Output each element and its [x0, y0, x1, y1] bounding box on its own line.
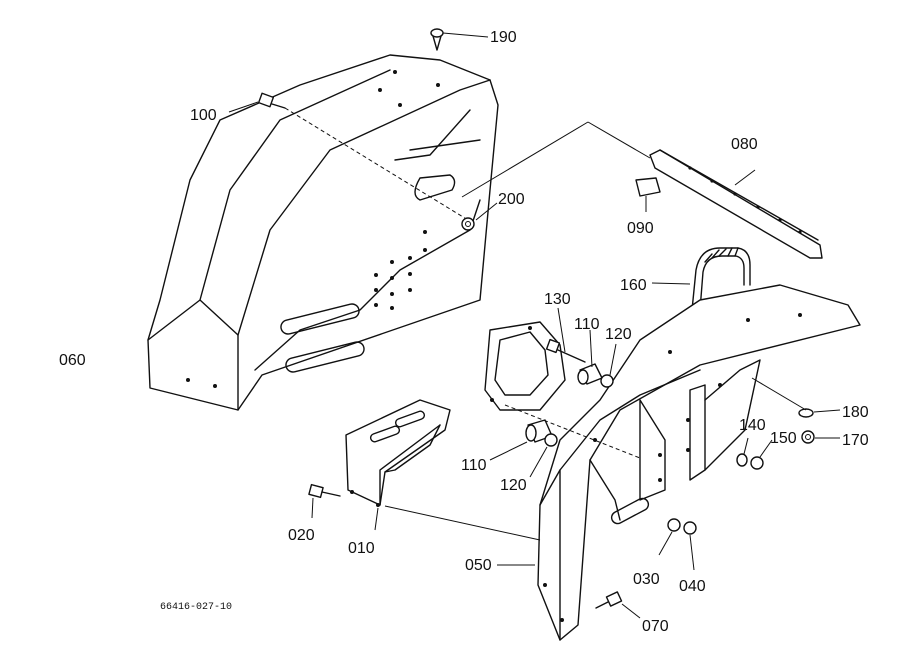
- label-030: 030: [633, 571, 660, 588]
- label-120-upper: 120: [605, 326, 632, 343]
- spacer-120-lower: [529, 433, 558, 478]
- drawing-code: 66416-027-10: [160, 602, 232, 613]
- label-120-lower: 120: [500, 477, 527, 494]
- label-080: 080: [731, 136, 758, 153]
- assembly-line: [504, 404, 641, 459]
- stay-080: [461, 121, 823, 259]
- nut-150: [750, 439, 773, 470]
- label-160: 160: [620, 277, 647, 294]
- bracket-010: [345, 399, 541, 541]
- bolt-020: [308, 483, 341, 519]
- label-150: 150: [770, 430, 797, 447]
- plug-190: [430, 28, 489, 51]
- label-010: 010: [348, 540, 375, 557]
- clip-090: [635, 177, 661, 212]
- bolt-070: [595, 591, 641, 619]
- label-170: 170: [842, 432, 869, 449]
- fender-cover-060: [147, 54, 499, 411]
- washer-030: [658, 518, 681, 556]
- callout-labels: 190 100 080 200 090 160 130 110 120 060 …: [59, 29, 869, 635]
- label-180: 180: [842, 404, 869, 421]
- label-070: 070: [642, 618, 669, 635]
- label-130: 130: [544, 291, 571, 308]
- washer-140: [736, 437, 749, 467]
- label-100: 100: [190, 107, 217, 124]
- label-040: 040: [679, 578, 706, 595]
- mount-plate: [484, 321, 566, 411]
- label-110-lower: 110: [461, 457, 487, 474]
- label-060: 060: [59, 352, 86, 369]
- washer-180: [798, 408, 841, 418]
- label-140: 140: [739, 417, 766, 434]
- label-050: 050: [465, 557, 492, 574]
- handle-160: [651, 247, 751, 311]
- bolt-130: [545, 307, 586, 363]
- bushing-110-upper: [577, 329, 603, 385]
- label-110-upper: 110: [574, 316, 600, 333]
- nut-200: [461, 202, 498, 231]
- nut-040: [683, 521, 697, 571]
- label-090: 090: [627, 220, 654, 237]
- spacer-120-upper: [600, 343, 617, 388]
- bolt-100: [228, 92, 469, 221]
- nut-170: [751, 377, 840, 444]
- label-190: 190: [490, 29, 517, 46]
- label-200: 200: [498, 191, 525, 208]
- label-020: 020: [288, 527, 315, 544]
